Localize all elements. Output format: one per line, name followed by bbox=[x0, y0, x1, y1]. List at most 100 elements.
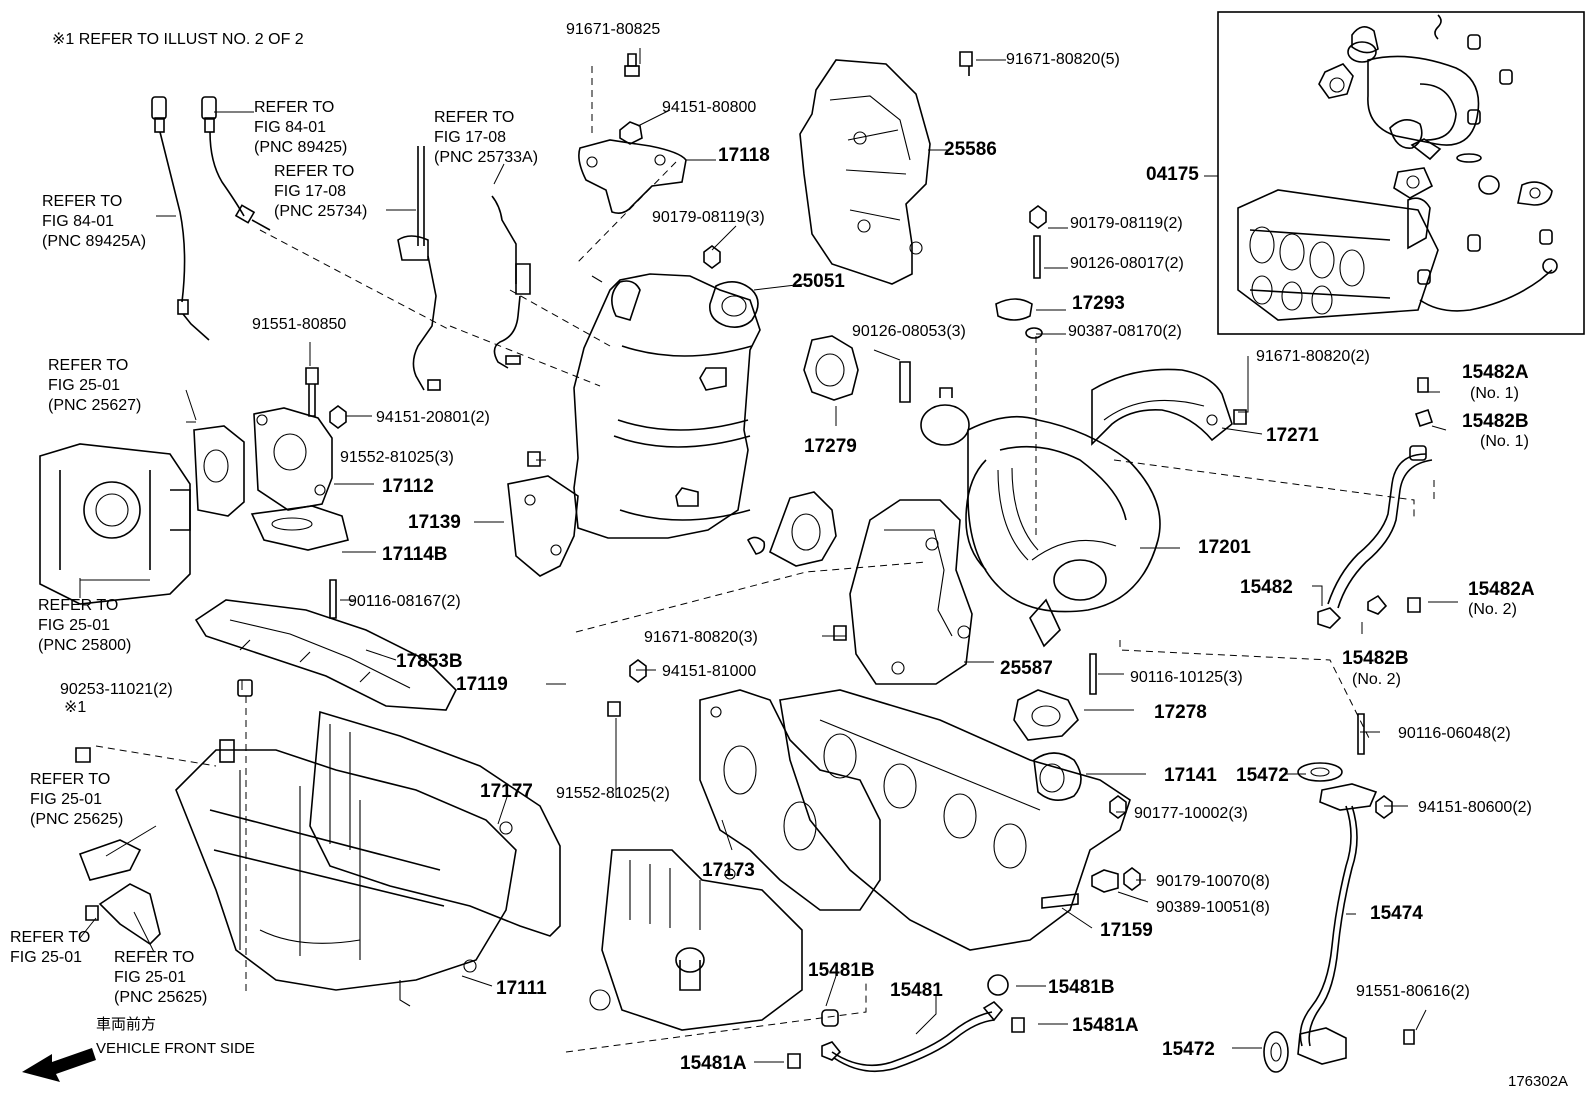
part-label: 90116-10125(3) bbox=[1130, 669, 1243, 686]
part-label: 17141 bbox=[1164, 765, 1217, 786]
part-label: 94151-80600(2) bbox=[1418, 799, 1532, 816]
heat-insulator-17853b bbox=[194, 599, 457, 711]
part-label: 17177 bbox=[480, 781, 533, 802]
gasket-kit-inset bbox=[1217, 11, 1585, 335]
dashed-assembly-lines bbox=[95, 66, 1435, 1053]
refer-fig25-e-pnc: (PNC 25625) bbox=[114, 989, 207, 1006]
part-label: 17139 bbox=[408, 512, 461, 533]
part-sublabel: (No. 2) bbox=[1468, 601, 1517, 618]
top-note: ※1 REFER TO ILLUST NO. 2 OF 2 bbox=[52, 31, 304, 48]
part-label: 94151-80800 bbox=[662, 99, 756, 116]
refer-fig25-c-fig: FIG 25-01 bbox=[30, 791, 102, 808]
part-label: 90179-08119(2) bbox=[1070, 215, 1183, 232]
oxygen-sensor-left bbox=[151, 96, 210, 341]
part-label: 94151-20801(2) bbox=[376, 409, 490, 426]
refer-fig25-b-pnc: (PNC 25800) bbox=[38, 637, 131, 654]
part-label: 25587 bbox=[1000, 658, 1053, 679]
bracket-17139 bbox=[507, 475, 579, 577]
part-label: 15482B bbox=[1462, 411, 1529, 432]
heat-insulator-25587 bbox=[849, 499, 973, 685]
part-label: 15481 bbox=[890, 980, 943, 1001]
part-label: 17271 bbox=[1266, 425, 1319, 446]
refer-fig17a-label: REFER TO bbox=[434, 109, 514, 126]
gasket-17173 bbox=[699, 689, 881, 911]
sensor-bracket-25734 bbox=[397, 146, 441, 391]
part-label: 94151-81000 bbox=[662, 663, 756, 680]
part-label: 15481B bbox=[1048, 977, 1115, 998]
part-label: 17173 bbox=[702, 860, 755, 881]
gasket-15472 bbox=[1263, 762, 1343, 1073]
vehicle-front-arrow-icon bbox=[22, 1048, 96, 1082]
part-label: 15482A bbox=[1462, 362, 1529, 383]
refer-fig17a-fig: FIG 17-08 bbox=[434, 129, 506, 146]
gasket-17177 bbox=[309, 710, 561, 973]
oxygen-sensor-right bbox=[201, 96, 271, 231]
part-label: 17119 bbox=[456, 674, 508, 695]
flange-17112 bbox=[253, 407, 333, 511]
part-label: 15481A bbox=[680, 1053, 747, 1074]
refer-fig17-pnc: (PNC 25734) bbox=[274, 203, 367, 220]
intake-manifold-17111 bbox=[175, 739, 517, 1007]
part-sublabel: (No. 1) bbox=[1480, 433, 1529, 450]
refer-fig17-label: REFER TO bbox=[274, 163, 354, 180]
part-label: 15472 bbox=[1162, 1039, 1215, 1060]
leader-lines bbox=[79, 48, 1458, 1063]
oil-pipe-15474 bbox=[1297, 783, 1378, 1065]
part-label: 17853B bbox=[396, 651, 463, 672]
refer-fig84a-pnc: (PNC 89425A) bbox=[42, 233, 146, 250]
gasket-17279 bbox=[803, 335, 859, 401]
part-label: 17114B bbox=[382, 544, 448, 565]
gasket-17114b bbox=[250, 505, 349, 551]
part-label: 15474 bbox=[1370, 903, 1423, 924]
refer-fig25-e-label: REFER TO bbox=[114, 949, 194, 966]
part-label: 25051 bbox=[792, 271, 845, 292]
part-label: 91671-80825 bbox=[566, 21, 660, 38]
refer-fig25-a-fig: FIG 25-01 bbox=[48, 377, 120, 394]
part-label: 25586 bbox=[944, 139, 997, 160]
bracket-25625 bbox=[78, 839, 161, 946]
turbocharger-17201 bbox=[920, 387, 1161, 648]
refer-fig17-fig: FIG 17-08 bbox=[274, 183, 346, 200]
refer-fig25-b-fig: FIG 25-01 bbox=[38, 617, 110, 634]
part-label: 91552-81025(2) bbox=[556, 785, 670, 802]
part-label: 91671-80820(5) bbox=[1006, 51, 1120, 68]
part-label: 17118 bbox=[718, 145, 770, 166]
refer-fig25-e-fig: FIG 25-01 bbox=[114, 969, 186, 986]
refer-fig25-b-label: REFER TO bbox=[38, 597, 118, 614]
refer-fig25-d-label: REFER TO bbox=[10, 929, 90, 946]
egr-valve-assembly bbox=[39, 443, 191, 605]
front-label-en: VEHICLE FRONT SIDE bbox=[96, 1040, 255, 1057]
part-label: 15482A bbox=[1468, 579, 1535, 600]
gasket-25627 bbox=[193, 425, 245, 517]
refer-fig25-d-fig: FIG 25-01 bbox=[10, 949, 82, 966]
part-label: 90253-11021(2) bbox=[60, 681, 173, 698]
refer-fig84-label: REFER TO bbox=[254, 99, 334, 116]
heat-insulator-17271 bbox=[1091, 368, 1233, 446]
part-label: 15482B bbox=[1342, 648, 1409, 669]
refer-fig84a-fig: FIG 84-01 bbox=[42, 213, 114, 230]
part-label: 91671-80820(3) bbox=[644, 629, 758, 646]
exhaust-manifold-17141 bbox=[779, 689, 1131, 951]
part-label: 90126-08017(2) bbox=[1070, 255, 1184, 272]
refer-fig17a-pnc: (PNC 25733A) bbox=[434, 149, 538, 166]
part-label: 90177-10002(3) bbox=[1134, 805, 1248, 822]
refer-fig84-pnc: (PNC 89425) bbox=[254, 139, 347, 156]
heat-insulator-25586 bbox=[799, 59, 931, 285]
refer-fig84a-label: REFER TO bbox=[42, 193, 122, 210]
part-label: 15481A bbox=[1072, 1015, 1139, 1036]
part-label: 90179-08119(3) bbox=[652, 209, 765, 226]
engine-block-partial bbox=[589, 849, 803, 1031]
part-sublabel: (No. 2) bbox=[1352, 671, 1401, 688]
refer-fig84-fig: FIG 84-01 bbox=[254, 119, 326, 136]
part-label: 17159 bbox=[1100, 920, 1153, 941]
part-label: 17279 bbox=[804, 436, 857, 457]
sensor-bracket-25733a bbox=[491, 195, 531, 369]
refer-fig25-a-pnc: (PNC 25627) bbox=[48, 397, 141, 414]
part-label: 91671-80820(2) bbox=[1256, 348, 1370, 365]
part-label: 15472 bbox=[1236, 765, 1289, 786]
part-label: 91552-81025(3) bbox=[340, 449, 454, 466]
part-label: 17111 bbox=[496, 978, 547, 999]
refer-fig25-c-label: REFER TO bbox=[30, 771, 110, 788]
oil-pipe-15482 bbox=[1317, 445, 1433, 629]
